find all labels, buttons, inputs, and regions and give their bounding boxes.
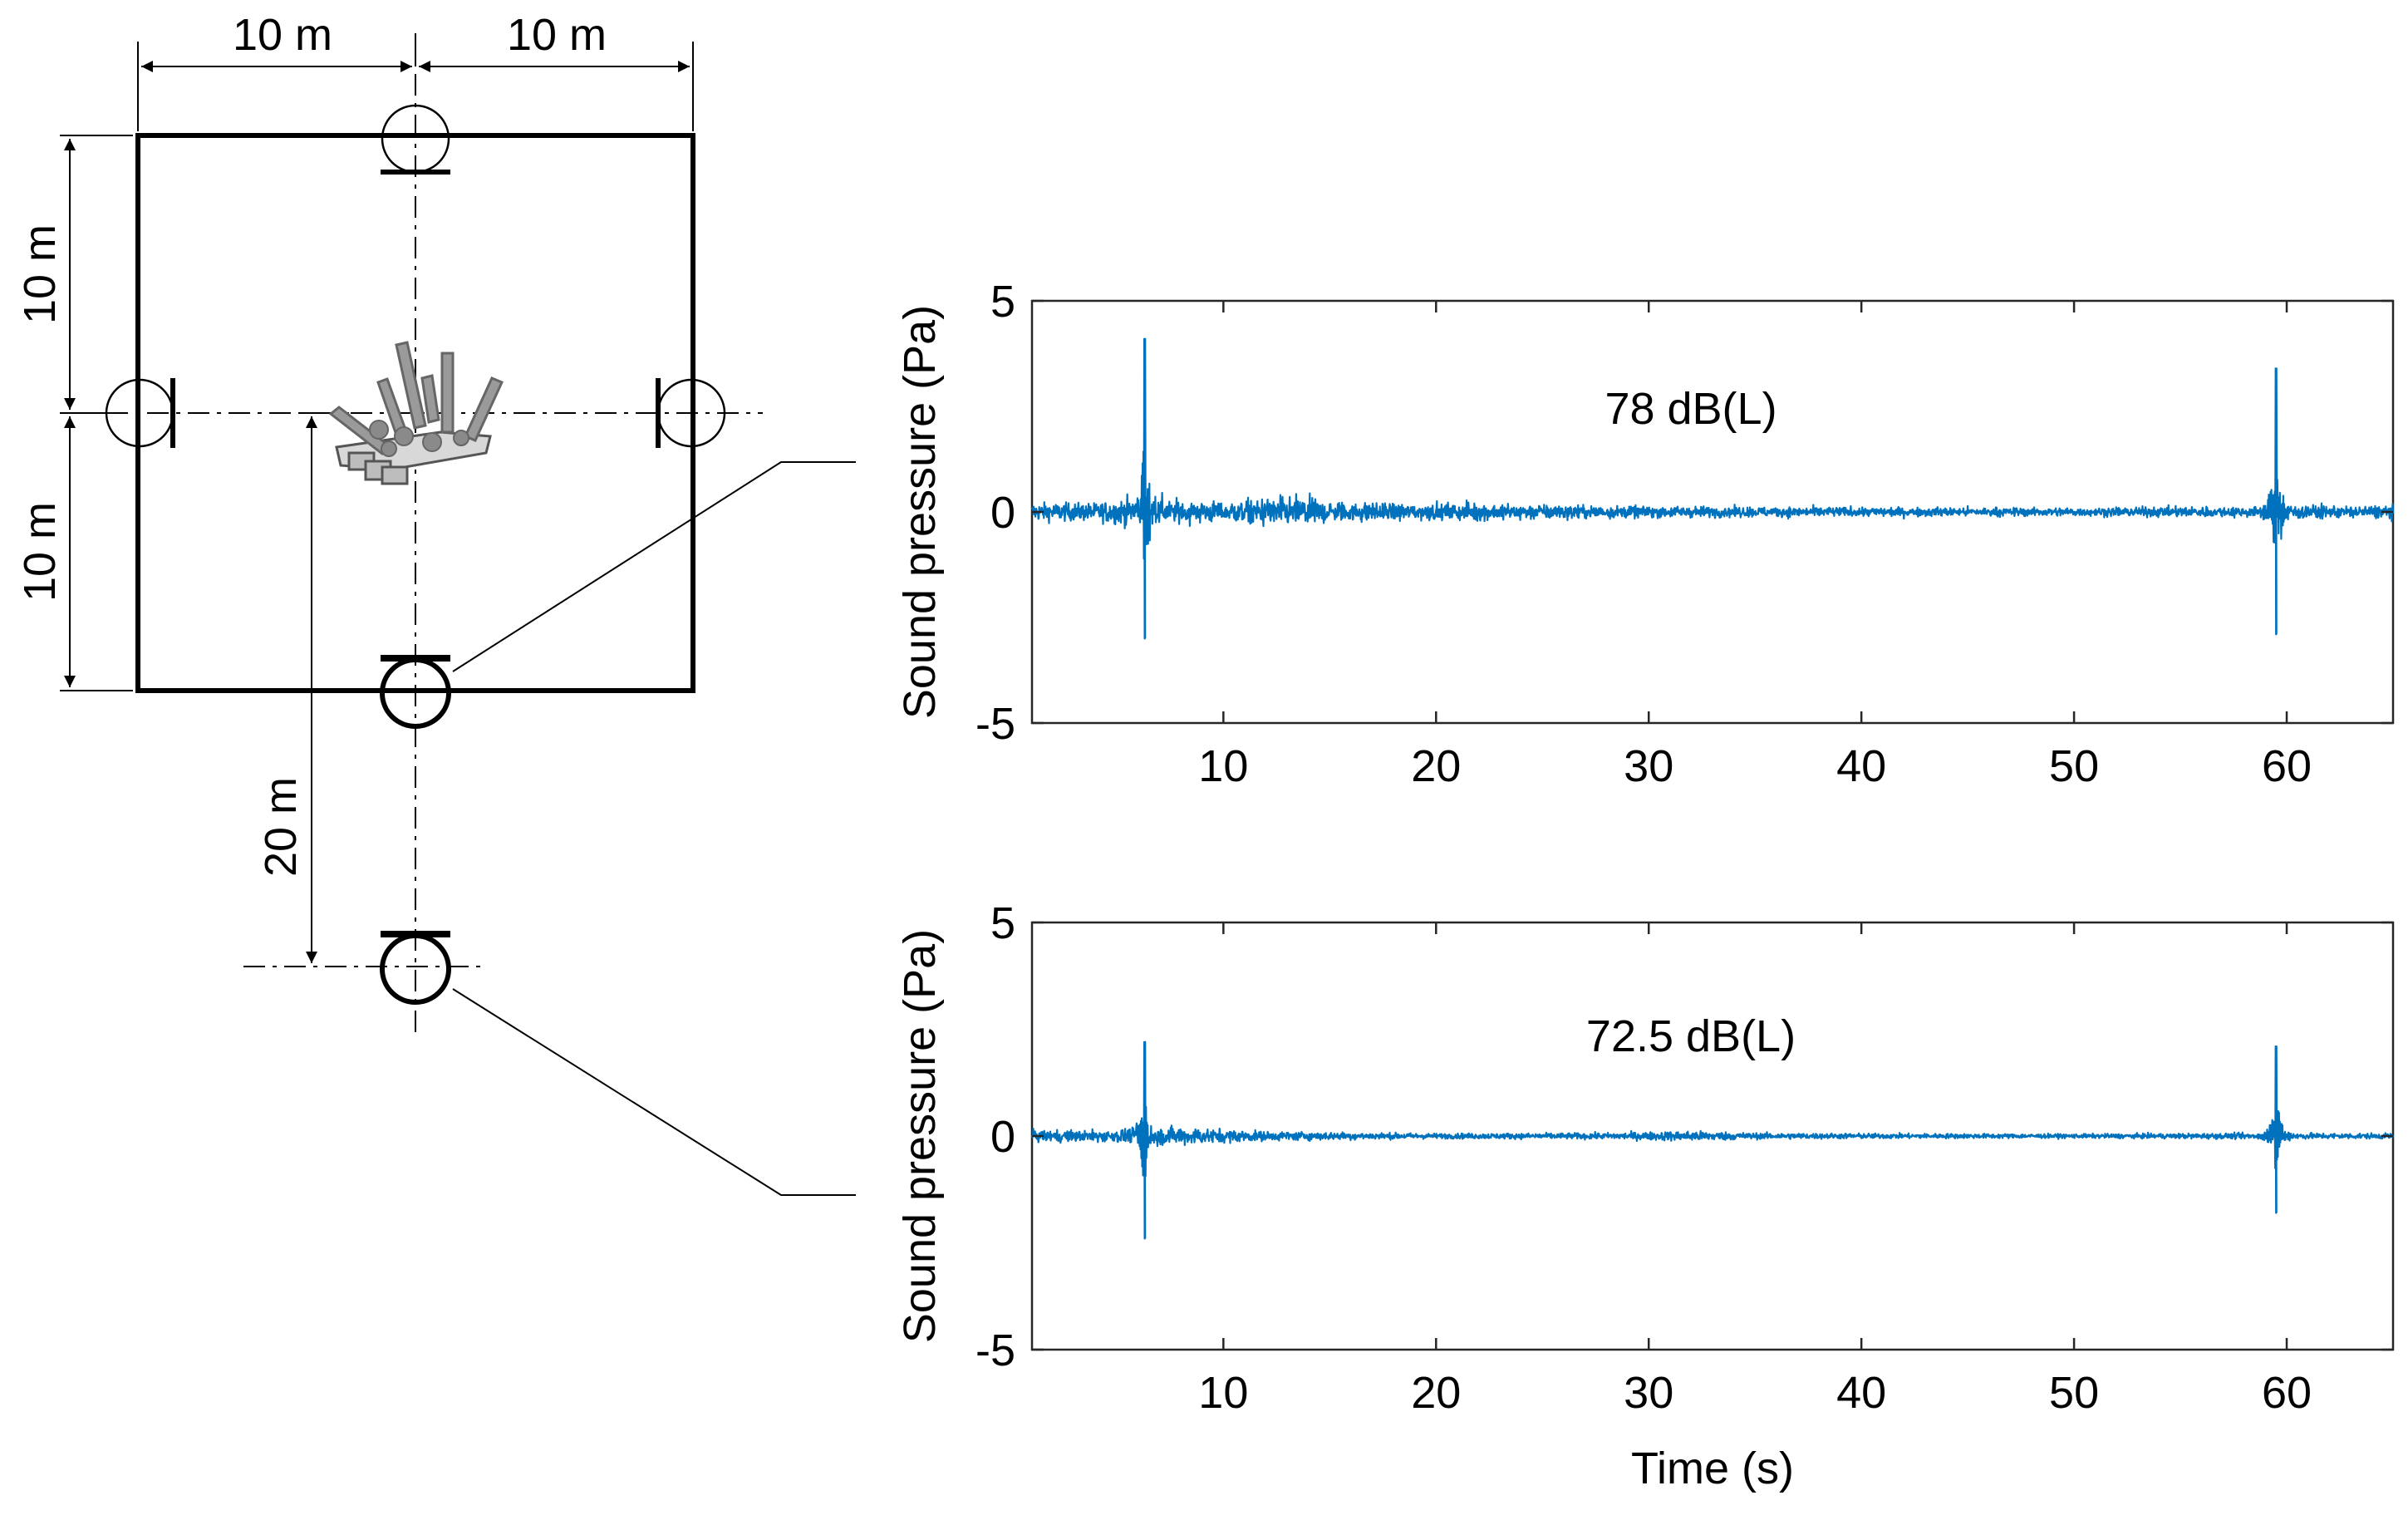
x-tick-label: 20: [1411, 741, 1461, 791]
microphone-icon: [381, 104, 450, 175]
microphone-icon: [656, 378, 726, 448]
x-tick-label: 20: [1411, 1368, 1461, 1418]
machine-booms: [328, 341, 504, 455]
y-axis-title: Sound pressure (Pa): [895, 305, 945, 719]
y-tick-label: 5: [990, 277, 1015, 327]
leader-lines: [452, 461, 856, 1196]
dim-label-top-left: 10 m: [233, 10, 332, 60]
x-axis-title: Time (s): [1631, 1444, 1794, 1493]
drilling-machine-icon: [328, 341, 504, 485]
x-tick-label: 10: [1198, 1368, 1248, 1418]
x-tick-label: 50: [2049, 1368, 2099, 1418]
dim-label-offset: 20 m: [256, 777, 306, 877]
microphone-icon: [380, 655, 451, 729]
machine-joints: [369, 420, 469, 457]
annotation-label: 78 dB(L): [1605, 384, 1777, 434]
x-tick-label: 60: [2262, 741, 2312, 791]
microphone-icon: [105, 378, 175, 448]
y-ticks: -5 0 5: [975, 898, 2393, 1375]
y-tick-label: 0: [990, 1112, 1015, 1162]
microphone-icon: [380, 931, 451, 1005]
x-tick-label: 40: [1836, 741, 1886, 791]
chart-lower: 10 20 30 40 50 60 -5 0 5 72.5 dB(L) Sound press…: [895, 898, 2395, 1493]
x-tick-label: 50: [2049, 741, 2099, 791]
x-tick-label: 60: [2262, 1368, 2312, 1418]
x-ticks: 10 20 30 40 50 60: [1198, 301, 2312, 791]
dimension-top: [137, 42, 694, 131]
y-axis-title: Sound pressure (Pa): [895, 929, 945, 1343]
test-area-square: [135, 133, 695, 693]
dim-label-top-right: 10 m: [507, 10, 607, 60]
annotation-label: 72.5 dB(L): [1586, 1011, 1796, 1061]
x-tick-label: 40: [1836, 1368, 1886, 1418]
dimension-left: [60, 135, 133, 691]
series-waveform: [1030, 337, 2395, 640]
y-ticks: -5 0 5: [975, 277, 2393, 749]
y-tick-label: 5: [990, 898, 1015, 948]
machine-body: [335, 430, 492, 485]
series-waveform: [1030, 1040, 2395, 1240]
x-tick-label: 30: [1624, 741, 1673, 791]
center-lines: [106, 33, 763, 1035]
dim-label-left-lower: 10 m: [15, 502, 65, 602]
y-tick-label: -5: [975, 699, 1015, 749]
x-tick-label: 30: [1624, 1368, 1673, 1418]
y-tick-label: -5: [975, 1326, 1015, 1375]
x-ticks: 10 20 30 40 50 60: [1198, 922, 2312, 1418]
layout-diagram: 10 m 10 m 10 m 10 m 20 m: [15, 10, 856, 1196]
leader-line-upper: [452, 461, 856, 672]
leader-line-lower: [452, 988, 856, 1196]
chart-upper: 10 20 30 40 50 60 -5 0 5 78 dB(L) Sound pressur…: [895, 277, 2395, 791]
x-tick-label: 10: [1198, 741, 1248, 791]
y-tick-label: 0: [990, 488, 1015, 538]
dim-label-left-upper: 10 m: [15, 224, 65, 324]
